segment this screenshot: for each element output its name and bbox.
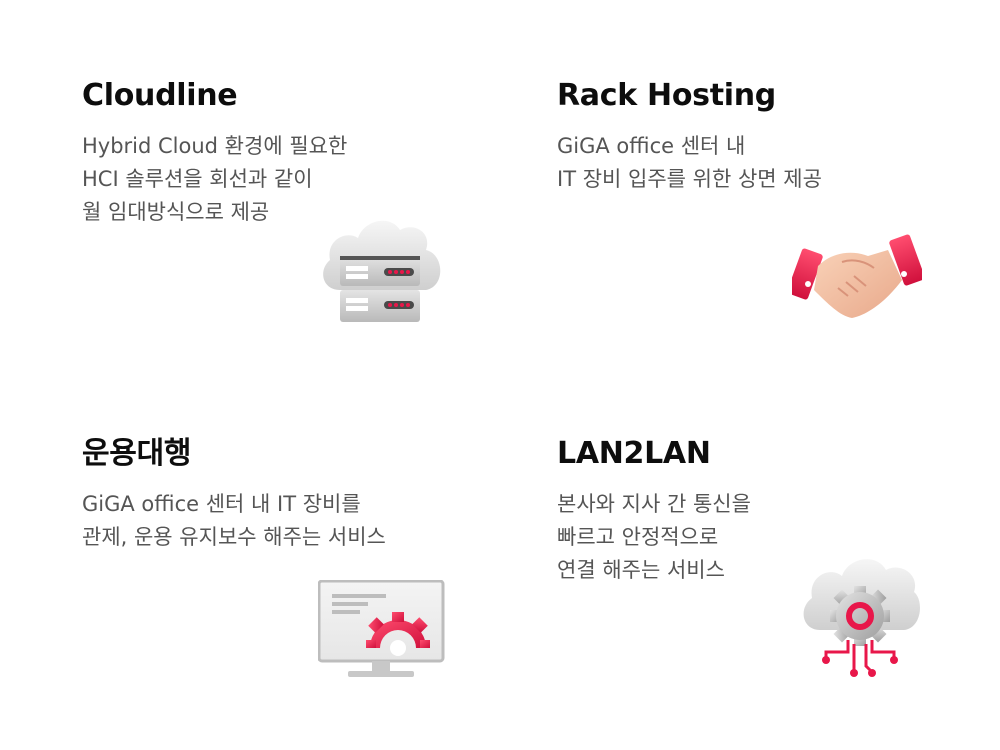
desc-line: GiGA office 센터 내 [557,134,746,158]
cloud-gear-network-icon [803,559,920,677]
desc-line: IT 장비 입주를 위한 상면 제공 [557,167,822,191]
service-title: Cloudline [82,78,238,113]
service-description: 본사와 지사 간 통신을 빠르고 안정적으로 연결 해주는 서비스 [557,488,957,587]
monitor-gear-icon [318,580,445,677]
service-description: GiGA office 센터 내 IT 장비를 관제, 운용 유지보수 해주는 … [82,488,482,554]
service-card-lan2lan: LAN2LAN 본사와 지사 간 통신을 빠르고 안정적으로 연결 해주는 서비… [557,436,957,706]
service-card-operations: 운용대행 GiGA office 센터 내 IT 장비를 관제, 운용 유지보수… [82,436,482,706]
service-description: Hybrid Cloud 환경에 필요한 HCI 솔루션을 회선과 같이 월 임… [82,130,482,229]
desc-line: GiGA office 센터 내 IT 장비를 [82,492,361,516]
service-description: GiGA office 센터 내 IT 장비 입주를 위한 상면 제공 [557,130,957,196]
desc-line: 빠르고 안정적으로 [557,525,719,549]
desc-line: 연결 해주는 서비스 [557,558,725,582]
desc-line: HCI 솔루션을 회선과 같이 [82,167,313,191]
service-title: Rack Hosting [557,78,776,113]
service-card-rack-hosting: Rack Hosting GiGA office 센터 내 IT 장비 입주를 … [557,78,957,348]
service-title: 운용대행 [82,436,192,471]
service-card-cloudline: Cloudline Hybrid Cloud 환경에 필요한 HCI 솔루션을 … [82,78,482,348]
handshake-icon [792,234,922,318]
desc-line: 관제, 운용 유지보수 해주는 서비스 [82,525,386,549]
service-title: LAN2LAN [557,436,711,471]
desc-line: Hybrid Cloud 환경에 필요한 [82,134,348,158]
cloud-server-icon [323,220,441,322]
desc-line: 본사와 지사 간 통신을 [557,492,751,516]
desc-line: 월 임대방식으로 제공 [82,200,270,224]
